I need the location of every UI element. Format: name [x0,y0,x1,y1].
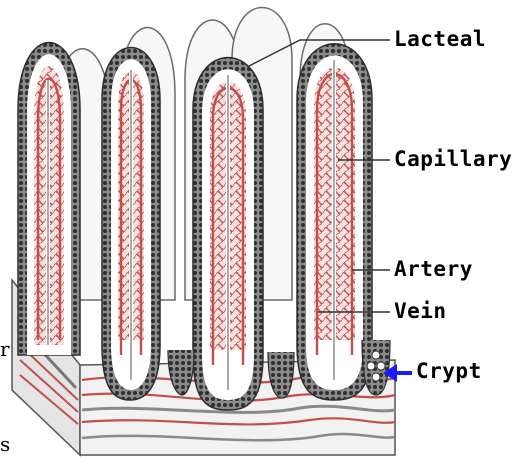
edge-text-fragment-s: s [0,432,10,456]
villus-4 [297,44,372,400]
capillary-label: Capillary [394,147,512,171]
villus-2 [102,48,160,401]
artery-label: Artery [394,257,473,281]
villus-1 [18,43,80,356]
crypt-label: Crypt [416,359,482,383]
vein-label: Vein [394,299,447,323]
lacteal-label: Lacteal [394,27,486,51]
edge-text-fragment-r: r [0,337,10,361]
villus-3 [193,58,263,411]
